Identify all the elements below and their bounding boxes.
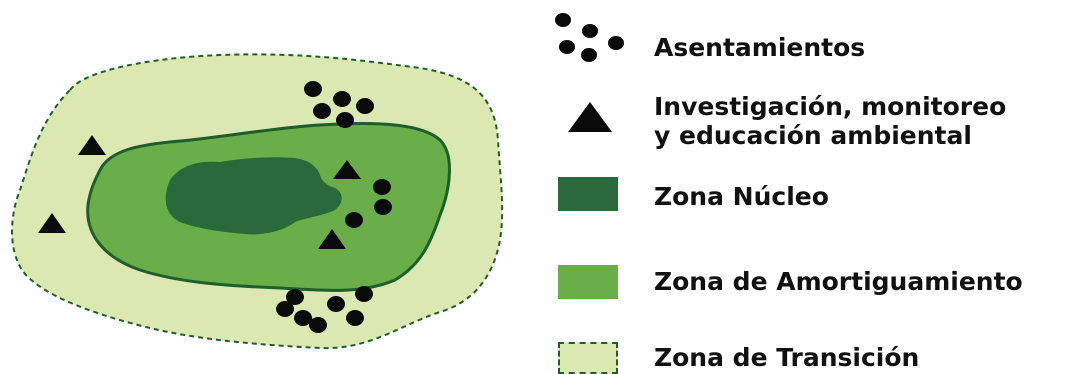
research-triangle-1 [78,135,106,155]
legend-core-label: Zona Núcleo [654,182,829,211]
settlement-dot [336,112,354,128]
settlement-dot [304,81,322,97]
settlement-dot [327,296,345,312]
settlement-dot [345,212,363,228]
legend-transition-label: Zona de Transición [654,343,920,372]
settlement-dot [286,289,304,305]
core-zone-swatch [558,177,618,211]
settlement-dot [333,91,351,107]
settlement-cluster-top [304,81,374,128]
triangle-icon [568,102,612,132]
legend-buffer-label: Zona de Amortiguamiento [654,267,1023,296]
settlement-cluster-bottom [276,286,373,333]
legend-settlements-label: Asentamientos [654,33,866,62]
settlement-cluster-right [345,179,392,228]
legend-research-label-line2: y educación ambiental [654,121,972,150]
buffer-zone-swatch [558,265,618,299]
settlement-dot [355,286,373,302]
settlement-dot [346,310,364,326]
settlement-dot [309,317,327,333]
settlement-dot [373,179,391,195]
core-zone [165,157,342,235]
settlement-dot [313,103,331,119]
transition-zone-swatch [558,342,618,374]
settlement-dot [356,98,374,114]
settlement-dot [294,310,312,326]
research-triangle-3 [333,160,361,179]
dot-cluster-icon [555,13,624,62]
settlement-dot [276,301,294,317]
research-triangle-2 [38,213,66,233]
research-triangle-4 [318,229,346,249]
legend-research-label-line1: Investigación, monitoreo [654,92,1007,121]
settlement-dot [374,199,392,215]
